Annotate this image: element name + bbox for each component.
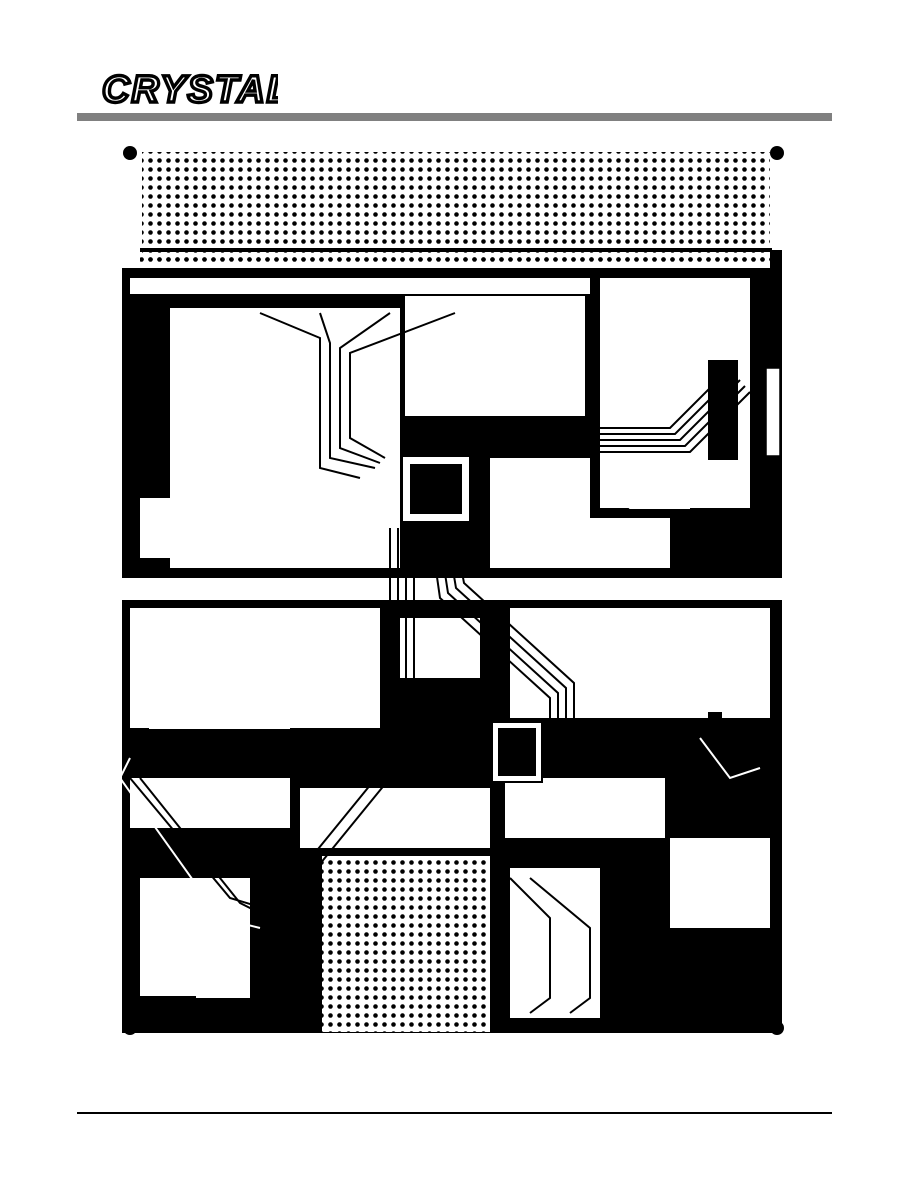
logo-text: CRYSTAL [102, 69, 278, 110]
mounting-hole [123, 146, 137, 160]
mounting-hole [770, 146, 784, 160]
pcb-layout-artwork [118, 146, 784, 1035]
footer-rule [77, 1112, 832, 1114]
header-rule [77, 113, 832, 121]
proto-hole-grid [142, 152, 770, 260]
via-hole [509, 582, 525, 598]
crystal-logo: CRYSTAL [100, 67, 278, 110]
proto-hole-grid [322, 856, 490, 1032]
